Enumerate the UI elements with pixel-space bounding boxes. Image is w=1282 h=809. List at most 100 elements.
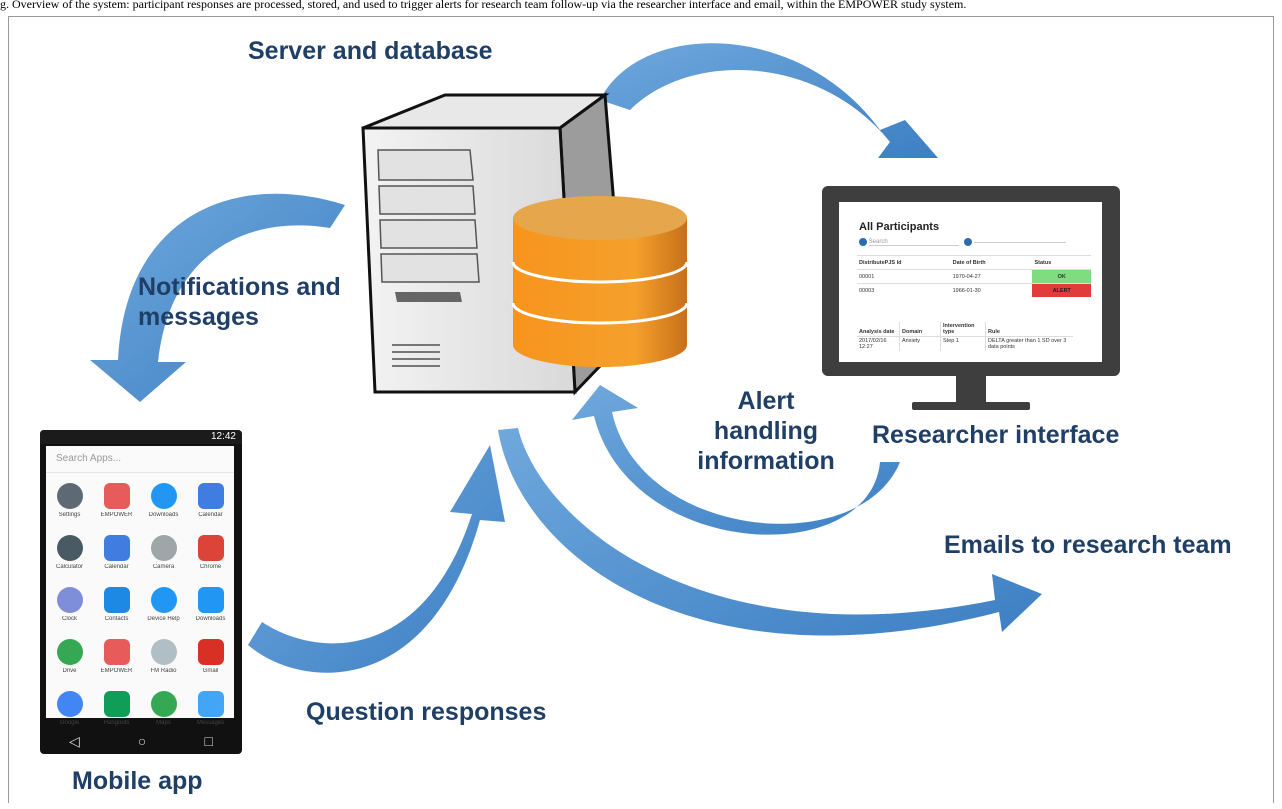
app-launcher-item[interactable]: Calculator xyxy=(46,531,93,583)
app-launcher-item[interactable]: EMPOWER xyxy=(93,479,140,531)
home-button[interactable]: ○ xyxy=(137,733,147,749)
back-button[interactable]: ◁ xyxy=(69,732,80,749)
calendar-icon xyxy=(103,535,130,561)
calculator-icon xyxy=(56,535,83,561)
table-row[interactable]: 2017/02/16 12:27 Anxiety Step 1 DELTA gr… xyxy=(857,336,1073,351)
researcher-monitor: All Participants Search DistributePJS Id… xyxy=(822,186,1120,376)
drive-icon xyxy=(56,639,83,665)
radio-icon xyxy=(150,639,177,665)
column-header: DistributePJS Id xyxy=(857,255,951,270)
app-launcher-item[interactable]: Maps xyxy=(140,687,187,739)
phone-status-bar: 12:42 xyxy=(40,430,242,444)
app-launcher-item[interactable]: Google xyxy=(46,687,93,739)
app-launcher-item[interactable]: Device Help xyxy=(140,583,187,635)
hangouts-icon xyxy=(103,691,130,717)
label-mobile-app: Mobile app xyxy=(72,767,203,795)
app-launcher-item[interactable]: Chrome xyxy=(187,531,234,583)
intervention-type: Step 1 xyxy=(940,336,986,351)
label-server-database: Server and database xyxy=(248,37,493,65)
help-icon xyxy=(859,238,867,246)
search-input[interactable]: Search xyxy=(868,239,959,246)
app-label: FM Radio xyxy=(150,668,177,674)
status-select[interactable] xyxy=(974,241,1067,243)
recents-button[interactable]: □ xyxy=(204,733,213,749)
camera-icon xyxy=(150,535,177,561)
domain: Anxiety xyxy=(899,336,941,351)
arrow-notifications xyxy=(90,193,345,402)
rule: DELTA greater than 1 SD over 3 data poin… xyxy=(985,336,1073,351)
app-launcher-item[interactable]: Clock xyxy=(46,583,93,635)
help-icon xyxy=(964,238,973,246)
label-alert-handling: Alert handling information xyxy=(697,387,835,475)
maps-icon xyxy=(150,691,177,717)
app-label: Device Help xyxy=(147,616,180,622)
app-launcher-item[interactable]: Gmail xyxy=(187,635,234,687)
downloads-icon xyxy=(150,483,177,509)
app-label: EMPOWER xyxy=(100,668,133,674)
app-label: Hangouts xyxy=(103,720,130,726)
column-header: Intervention type xyxy=(940,322,986,337)
app-label: Drive xyxy=(62,668,77,674)
label-question-responses: Question responses xyxy=(306,698,547,726)
table-row[interactable]: 00003 1966-01-30 ALERT xyxy=(857,283,1091,297)
column-header: Status xyxy=(1032,255,1091,270)
figure-caption: g. Overview of the system: participant r… xyxy=(0,0,967,11)
app-launcher-item[interactable]: Downloads xyxy=(187,583,234,635)
app-label: Clock xyxy=(61,616,77,622)
app-label: EMPOWER xyxy=(100,512,133,518)
app-launcher-item[interactable]: Messages xyxy=(187,687,234,739)
google-icon xyxy=(56,691,83,717)
clock-icon xyxy=(56,587,83,613)
app-launcher-item[interactable]: Downloads xyxy=(140,479,187,531)
participant-dob: 1966-01-30 xyxy=(950,283,1033,297)
app-label: Calendar xyxy=(104,564,129,570)
gmail-icon xyxy=(197,639,224,665)
table-row[interactable]: 00001 1970-04-27 OK xyxy=(857,269,1091,284)
label-emails: Emails to research team xyxy=(944,531,1232,559)
messages-icon xyxy=(197,691,224,717)
app-launcher-item[interactable]: Contacts xyxy=(93,583,140,635)
participant-id: 00001 xyxy=(857,269,951,284)
column-header: Domain xyxy=(899,322,941,337)
label-researcher-interface: Researcher interface xyxy=(872,421,1120,449)
status-badge: OK xyxy=(1032,269,1091,284)
app-label: Calendar xyxy=(198,512,223,518)
phone-nav-bar: ◁ ○ □ xyxy=(40,728,242,754)
arrow-emails xyxy=(498,428,1042,636)
participant-dob: 1970-04-27 xyxy=(950,269,1033,284)
app-label: Downloads xyxy=(148,512,179,518)
app-launcher-item[interactable]: Drive xyxy=(46,635,93,687)
chrome-icon xyxy=(197,535,224,561)
app-launcher-item[interactable]: Calendar xyxy=(93,531,140,583)
column-header: Analysis date xyxy=(857,322,900,337)
calendar-icon xyxy=(197,483,224,509)
settings-icon xyxy=(56,483,83,509)
app-label: Google xyxy=(59,720,80,726)
app-launcher-item[interactable]: Hangouts xyxy=(93,687,140,739)
contacts-icon xyxy=(103,587,130,613)
phone-search-input[interactable]: Search Apps... xyxy=(46,446,234,473)
app-label: Gmail xyxy=(202,668,219,674)
monitor-screen: All Participants Search DistributePJS Id… xyxy=(839,202,1102,362)
analysis-table: Analysis date Domain Intervention type R… xyxy=(857,322,1073,351)
phone-time: 12:42 xyxy=(210,431,236,442)
table-header-row: DistributePJS Id Date of Birth Status xyxy=(857,255,1091,270)
arrow-alert-handling xyxy=(572,385,900,535)
app-label: Contacts xyxy=(104,616,129,622)
app-launcher-item[interactable]: Settings xyxy=(46,479,93,531)
app-launcher-item[interactable]: Calendar xyxy=(187,479,234,531)
database-icon xyxy=(511,196,689,367)
participants-search[interactable]: Search xyxy=(859,238,1091,250)
app-label: Chrome xyxy=(199,564,222,570)
arrow-server-to-researcher xyxy=(600,43,938,158)
app-label: Calculator xyxy=(55,564,83,570)
app-launcher-item[interactable]: EMPOWER xyxy=(93,635,140,687)
app-launcher-item[interactable]: Camera xyxy=(140,531,187,583)
app-label: Downloads xyxy=(195,616,226,622)
empower-icon xyxy=(103,483,130,509)
column-header: Rule xyxy=(988,329,1000,335)
analysis-date: 2017/02/16 12:27 xyxy=(857,336,900,351)
app-launcher-item[interactable]: FM Radio xyxy=(140,635,187,687)
